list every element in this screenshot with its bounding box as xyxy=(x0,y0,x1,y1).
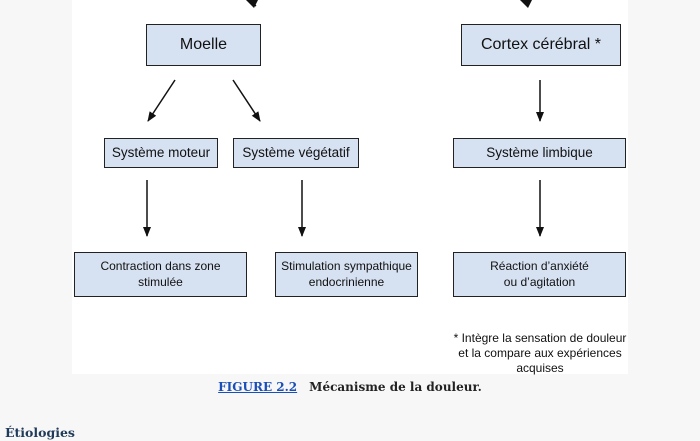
box-contraction: Contraction dans zone stimulée xyxy=(74,252,247,297)
figure-link[interactable]: FIGURE 2.2 xyxy=(218,380,298,394)
arrow-tip-into-cortex xyxy=(520,0,532,8)
arrow-moelle-moteur xyxy=(147,79,176,122)
figure-caption-text: Mécanisme de la douleur. xyxy=(309,380,482,394)
section-heading: Étiologies xyxy=(5,425,75,440)
box-moelle: Moelle xyxy=(146,24,261,66)
arrow-moelle-vegetatif xyxy=(232,79,261,122)
arrow-tip-into-moelle xyxy=(246,0,258,8)
box-stimulation: Stimulation sympathique endocrinienne xyxy=(275,252,418,297)
box-systeme-moteur: Système moteur xyxy=(104,138,218,168)
footnote: * Intègre la sensation de douleur et la … xyxy=(453,331,627,375)
figure-caption: FIGURE 2.2 Mécanisme de la douleur. xyxy=(0,380,700,394)
box-reaction: Réaction d’anxiété ou d’agitation xyxy=(453,252,626,297)
box-systeme-limbique: Système limbique xyxy=(453,138,626,168)
box-systeme-vegetatif: Système végétatif xyxy=(233,138,359,168)
box-cortex-cerebral: Cortex cérébral * xyxy=(461,24,621,66)
